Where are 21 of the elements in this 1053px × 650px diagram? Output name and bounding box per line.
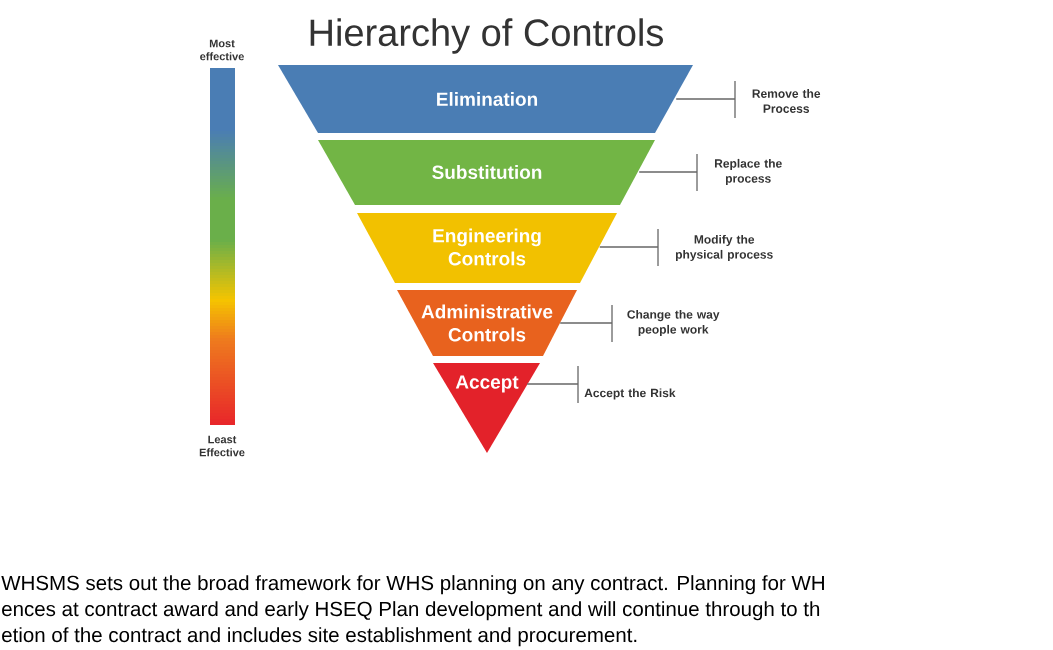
- paragraph-line: WHSMS sets out the broad framework for WHS planning on any contract. Planning for WH: [1, 575, 824, 595]
- paragraph-line: ences at contract award and early HSEQ Plan development and will continue through to th: [2, 601, 820, 621]
- title: Hierarchy of Controls: [310, 18, 663, 54]
- leader-line: [599, 228, 659, 267]
- funnel-band: Engineering Controls: [357, 213, 617, 283]
- funnel-tip: Accept: [433, 363, 540, 453]
- leader-line: [526, 365, 579, 404]
- funnel-band: Substitution: [318, 140, 655, 205]
- leader-line: [559, 304, 613, 343]
- side-note: Change the way people work: [627, 309, 720, 337]
- funnel-band: Administrative Controls: [397, 290, 577, 356]
- side-note: Modify the physical process: [675, 234, 773, 262]
- side-note: Accept the Risk: [584, 388, 676, 400]
- funnel-band: Elimination: [278, 65, 693, 133]
- side-note: Remove the Process: [752, 89, 821, 113]
- scale-label: Least Effective: [199, 435, 245, 457]
- paragraph-line: etion of the contract and includes site establishment and procurement.: [2, 627, 637, 647]
- scale-label: Most effective: [200, 39, 244, 61]
- leader-line: [675, 80, 736, 119]
- leader-line: [638, 153, 698, 192]
- side-note: Replace the process: [715, 158, 782, 186]
